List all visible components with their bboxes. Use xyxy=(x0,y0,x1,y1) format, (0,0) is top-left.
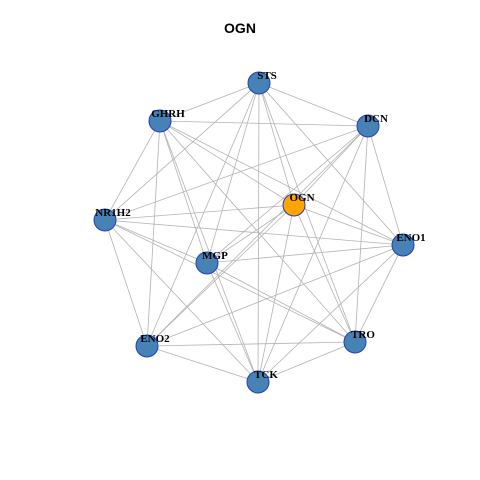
edge-eno1-tck xyxy=(257,244,404,383)
edge-sts-mgp xyxy=(206,82,260,264)
node-label: MGP xyxy=(202,250,228,262)
node-circle xyxy=(93,208,117,232)
edge-dcn-ogn xyxy=(293,125,369,206)
edge-sts-nr1h2 xyxy=(104,82,260,221)
graph-title: OGN xyxy=(224,20,256,36)
edge-sts-ghrh xyxy=(159,82,260,122)
node-circle xyxy=(282,193,306,217)
node-ogn: OGN xyxy=(282,192,315,217)
edge-eno2-tck xyxy=(146,345,259,383)
node-label: TRO xyxy=(351,329,375,341)
node-eno1: ENO1 xyxy=(391,232,426,257)
node-circle xyxy=(195,251,219,275)
edge-nr1h2-eno1 xyxy=(104,219,404,246)
edges-layer xyxy=(104,82,404,383)
node-tro: TRO xyxy=(343,329,375,354)
edge-eno1-tro xyxy=(354,244,404,343)
edge-ghrh-mgp xyxy=(159,120,208,264)
edge-ghrh-tro xyxy=(159,120,356,343)
node-label: ENO2 xyxy=(140,333,170,345)
edge-ogn-nr1h2 xyxy=(104,204,295,221)
edge-sts-eno2 xyxy=(146,82,260,347)
edge-dcn-nr1h2 xyxy=(104,125,369,221)
node-circle xyxy=(246,370,270,394)
node-label: OGN xyxy=(289,192,314,204)
node-circle xyxy=(135,334,159,358)
node-label: TCK xyxy=(254,369,278,381)
edge-sts-dcn xyxy=(258,82,369,127)
node-nr1h2: NR1H2 xyxy=(93,207,131,232)
edge-ogn-eno1 xyxy=(293,204,404,246)
node-circle xyxy=(356,114,380,138)
node-circle xyxy=(148,109,172,133)
edge-eno1-eno2 xyxy=(146,244,404,347)
node-ghrh: GHRH xyxy=(148,108,185,133)
node-dcn: DCN xyxy=(356,113,388,138)
edge-ghrh-ogn xyxy=(159,120,295,206)
edge-nr1h2-mgp xyxy=(104,219,208,264)
edge-sts-ogn xyxy=(258,82,295,206)
edge-ogn-tro xyxy=(293,204,356,343)
node-mgp: MGP xyxy=(195,250,228,275)
edge-nr1h2-tro xyxy=(104,219,356,343)
node-sts: STS xyxy=(247,70,277,95)
edge-mgp-tck xyxy=(206,262,259,383)
edge-sts-eno1 xyxy=(258,82,404,246)
edge-ghrh-nr1h2 xyxy=(104,120,161,221)
edge-dcn-eno1 xyxy=(367,125,404,246)
edge-mgp-tro xyxy=(206,262,356,343)
edge-eno1-mgp xyxy=(206,244,404,264)
edge-ghrh-eno2 xyxy=(146,120,161,347)
node-tck: TCK xyxy=(246,369,278,394)
edge-dcn-eno2 xyxy=(146,125,369,347)
node-circle xyxy=(247,71,271,95)
node-circle xyxy=(343,330,367,354)
edge-tro-tck xyxy=(257,341,356,383)
edge-sts-tro xyxy=(258,82,356,343)
node-label: STS xyxy=(257,70,277,82)
node-label: GHRH xyxy=(151,108,185,120)
edge-nr1h2-eno2 xyxy=(104,219,148,347)
edge-dcn-tro xyxy=(354,125,369,343)
edge-dcn-tck xyxy=(257,125,369,383)
edge-ogn-eno2 xyxy=(146,204,295,347)
node-label: DCN xyxy=(364,113,388,125)
edge-tro-eno2 xyxy=(146,341,356,347)
edge-nr1h2-tck xyxy=(104,219,259,383)
node-label: ENO1 xyxy=(396,232,425,244)
node-circle xyxy=(391,233,415,257)
edge-ogn-tck xyxy=(257,204,295,383)
node-eno2: ENO2 xyxy=(135,333,170,358)
edge-ghrh-tck xyxy=(159,120,259,383)
edge-dcn-mgp xyxy=(206,125,369,264)
edge-ghrh-eno1 xyxy=(159,120,404,246)
node-label: NR1H2 xyxy=(95,207,131,219)
edge-dcn-ghrh xyxy=(159,120,369,127)
edge-ogn-mgp xyxy=(206,204,295,264)
